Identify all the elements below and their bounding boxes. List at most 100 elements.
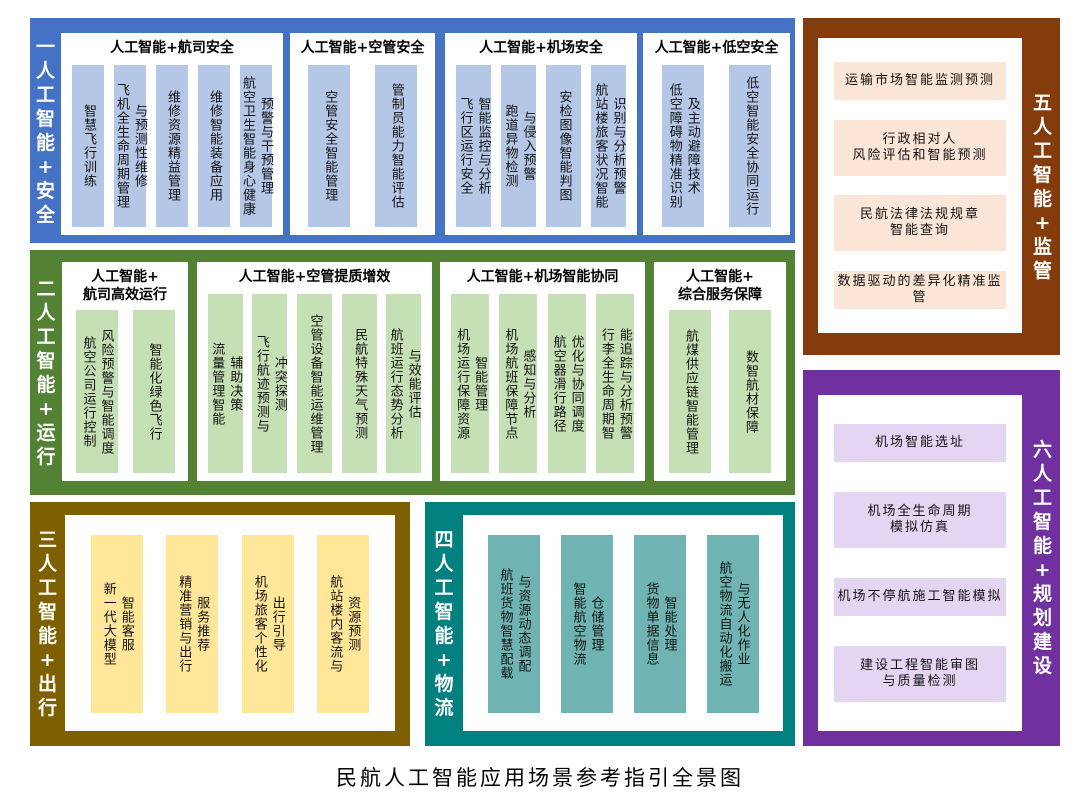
section-label-char: 能 (1032, 187, 1052, 210)
section-label-char: 智 (434, 601, 454, 623)
scenario-text: 跑道异物检测 (502, 104, 518, 188)
box-title: 人工智能+空管提质增效 (238, 269, 391, 285)
section-operation-label: 二人工智能+运行 (30, 250, 62, 495)
scenario-item: 智慧飞行训练 (72, 65, 104, 227)
scenario-list: 智慧飞行训练飞机全生命周期管理与预测性维修 维修资源精益管理 维修智能装备应用航空卫… (61, 59, 283, 235)
scenario-item: 维修资源精益管理 (156, 65, 188, 227)
section-label-char: 全 (35, 203, 55, 226)
page-title: 民航人工智能应用场景参考指引全景图 (336, 766, 744, 790)
scenario-text: 感知与分析 (520, 348, 536, 419)
section-label-char: 能 (35, 131, 55, 154)
scenario-text: 货物单据信息 (643, 582, 659, 666)
scenario-text: 航空物流自动化搬运 (716, 561, 732, 687)
section-supervision-label: 五人工智能+监管 (1025, 18, 1060, 355)
scenario-text: 与侵入预警 (520, 111, 536, 181)
box-travel: 新一代大模型智能客服精准营销与出行服务推荐机场旅客个性化出行引导航站楼内客流与资… (65, 515, 395, 731)
scenario-item: 安检图像智能判图 (546, 65, 581, 227)
section-label-char: 人 (1032, 115, 1052, 138)
section-label-char: 智 (1032, 511, 1052, 533)
box-airport-safety: 人工智能+机场安全飞行区运行安全智能监控与分析跑道异物检测与侵入预警安检图像智能… (445, 33, 637, 235)
scenario-item: 行政相对人 风险评估和智能预测 (834, 119, 1006, 176)
section-safety: 一人工智能+安全 人工智能+航司安全智慧飞行训练飞机全生命周期管理与预测性维修维… (30, 18, 795, 243)
scenario-text: 新一代大模型 (100, 582, 116, 666)
scenario-text: 管制员能力智能评估 (388, 83, 404, 209)
scenario-item: 航空卫生智能身心健康预警与干预管理 (240, 65, 273, 227)
box-title: 人工智能+ 综合服务保障 (678, 269, 762, 303)
scenario-text: 精准营销与出行 (176, 575, 192, 673)
section-label-char: 工 (37, 577, 57, 599)
scenario-item: 机场智能选址 (834, 424, 1006, 462)
scenario-text: 能追踪与分析预警 (616, 327, 632, 440)
box-title: 人工智能+低空安全 (654, 40, 779, 56)
section-label-char: + (39, 649, 56, 671)
scenario-item: 航班货物智慧配载与资源动态调配 (487, 535, 540, 713)
section-label-char: 流 (434, 697, 454, 719)
section-label-char: 物 (434, 673, 454, 695)
section-travel: 三人工智能+出行 新一代大模型智能客服精准营销与出行服务推荐机场旅客个性化出行引… (30, 502, 410, 746)
scenario-text: 流量管理智能 (209, 341, 225, 426)
section-label-char: 二 (36, 277, 56, 300)
box-airline-safety: 人工智能+航司安全智慧飞行训练飞机全生命周期管理与预测性维修维修资源精益管理维修… (61, 33, 283, 235)
scenario-text: 航班运行态势分析 (387, 327, 403, 440)
scenario-item: 航空公司运行控制风险预警与智能调度 (75, 310, 118, 473)
scenario-item: 飞机全生命周期管理与预测性维修 (114, 65, 147, 227)
scenario-text: 飞行航迹预测与 (253, 334, 269, 433)
scenario-list: 航班货物智慧配载与资源动态调配智能航空物流仓储管理货物单据信息智能处理航空物流自… (463, 515, 783, 731)
scenario-item: 建设工程智能审图 与质量检测 (834, 646, 1006, 702)
section-logistics-label: 四人工智能+物流 (425, 502, 463, 746)
section-label-char: 监 (1032, 235, 1052, 258)
scenario-text: 行李全生命周期智 (598, 327, 614, 440)
section-label-char: 智 (35, 107, 55, 130)
section-label-char: 人 (1032, 463, 1052, 485)
scenario-text: 航煤供应链智能管理 (683, 328, 698, 455)
scenario-item: 数智航材保障 (729, 310, 771, 473)
scenario-text: 智能管理 (472, 355, 488, 412)
scenario-text: 航空器滑行路径 (550, 334, 566, 433)
scenario-item: 航站楼旅客状况智能识别与分析预警 (591, 65, 626, 227)
scenario-item: 精准营销与出行服务推荐 (166, 535, 219, 713)
scenario-text: 航空公司运行控制 (80, 335, 96, 448)
scenario-text: 航空卫生智能身心健康 (240, 76, 255, 216)
scenario-list: 飞行区运行安全智能监控与分析跑道异物检测与侵入预警安检图像智能判图航站楼旅客状况… (445, 59, 637, 235)
scenario-text: 与效能评估 (405, 348, 421, 419)
scenario-text: 智能客服 (118, 596, 134, 652)
section-label-char: 人 (36, 301, 56, 324)
section-safety-label: 一人工智能+安全 (30, 18, 61, 243)
section-label-char: 人 (434, 553, 454, 575)
scenario-text: 机场航班保障节点 (502, 327, 518, 440)
box-supervision: 运输市场智能监测预测行政相对人 风险评估和智能预测民航法律法规规章 智能查询数据… (818, 38, 1022, 333)
scenario-list: 航煤供应链智能管理 数智航材保障 (654, 304, 786, 481)
scenario-item: 数据驱动的差异化精准监管 (834, 271, 1006, 310)
scenario-item: 新一代大模型智能客服 (90, 535, 143, 713)
scenario-item: 航空物流自动化搬运与无人化作业 (706, 535, 759, 713)
section-label-char: 人 (35, 59, 55, 82)
box-logistics: 航班货物智慧配载与资源动态调配智能航空物流仓储管理货物单据信息智能处理航空物流自… (463, 515, 783, 731)
scenario-text: 安检图像智能判图 (556, 90, 572, 202)
scenario-text: 预警与干预管理 (258, 97, 273, 195)
section-label-char: 设 (1032, 655, 1052, 677)
section-label-char: 出 (37, 673, 57, 695)
scenario-item: 飞行航迹预测与冲突探测 (252, 294, 288, 473)
box-atc-safety: 人工智能+空管安全空管安全智能管理管制员能力智能评估 (290, 33, 435, 235)
scenario-text: 冲突探测 (271, 355, 287, 412)
scenario-item: 航站楼内客流与资源预测 (317, 535, 370, 713)
scenario-item: 航煤供应链智能管理 (669, 310, 711, 473)
box-airline-operation: 人工智能+ 航司高效运行航空公司运行控制风险预警与智能调度智能化绿色飞行 (62, 262, 188, 481)
section-label-char: 能 (434, 625, 454, 647)
scenario-text: 低空智能安全协同运行 (743, 76, 759, 216)
scenario-text: 维修资源精益管理 (165, 90, 180, 202)
scenario-item: 维修智能装备应用 (198, 65, 230, 227)
section-label-char: 规 (1032, 583, 1052, 605)
scenario-item: 机场全生命周期 模拟仿真 (834, 492, 1006, 548)
scenario-text: 服务推荐 (194, 596, 210, 652)
section-label-char: 五 (1032, 91, 1052, 114)
scenario-text: 空管设备智能运维管理 (307, 313, 323, 454)
scenario-text: 数智航材保障 (743, 349, 758, 434)
scenario-item: 货物单据信息智能处理 (633, 535, 686, 713)
scenario-item: 航空器滑行路径优化与协同调度 (547, 294, 586, 473)
section-label-char: 智 (1032, 163, 1052, 186)
scenario-item: 空管设备智能运维管理 (296, 294, 332, 473)
section-label-char: 工 (1032, 139, 1052, 162)
scenario-text: 识别与分析预警 (610, 97, 626, 195)
scenario-text: 机场运行保障资源 (454, 327, 470, 440)
